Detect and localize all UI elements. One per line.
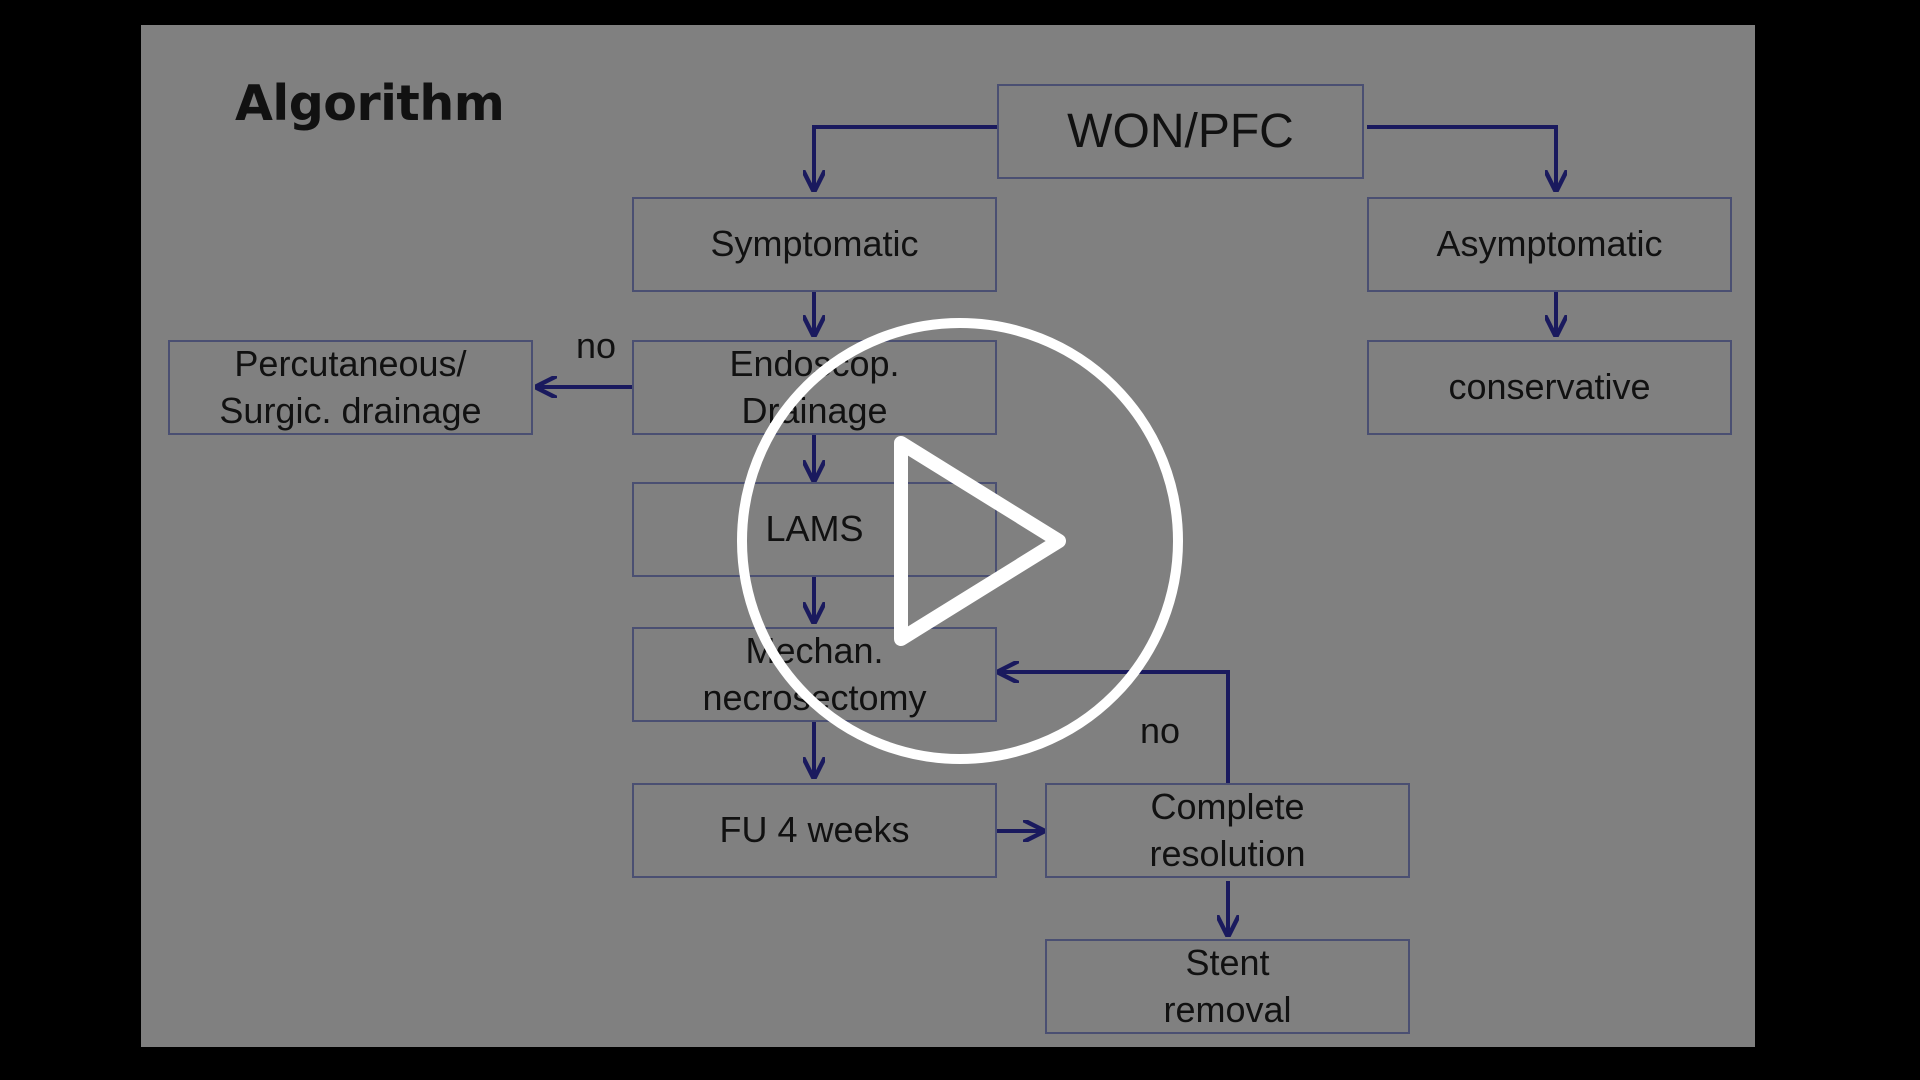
node-fu-4-weeks: FU 4 weeks (632, 783, 997, 878)
play-button[interactable] (735, 316, 1185, 766)
node-won-pfc: WON/PFC (997, 84, 1364, 179)
flow-arrows (141, 125, 1755, 1047)
edge-label-no-loop: no (1140, 710, 1181, 751)
node-asymptomatic: Asymptomatic (1367, 197, 1732, 292)
slide-title: Algorithm (235, 75, 505, 132)
slide: Algorithm WON/PFC Symptomatic Asymptomat… (141, 25, 1755, 1047)
edge-label-no-left: no (576, 325, 617, 366)
node-conservative: conservative (1367, 340, 1732, 435)
arrow-won-to-asymptomatic (1367, 125, 1556, 190)
node-percutaneous-drainage: Percutaneous/ Surgic. drainage (168, 340, 533, 435)
arrow-complete-loop-to-mechan (999, 672, 1230, 783)
arrow-won-to-symptomatic (814, 125, 998, 190)
node-stent-removal: Stent removal (1045, 939, 1410, 1034)
node-symptomatic: Symptomatic (632, 197, 997, 292)
node-complete-resolution: Complete resolution (1045, 783, 1410, 878)
node-lams: LAMS (632, 482, 997, 577)
play-icon (737, 318, 1183, 764)
